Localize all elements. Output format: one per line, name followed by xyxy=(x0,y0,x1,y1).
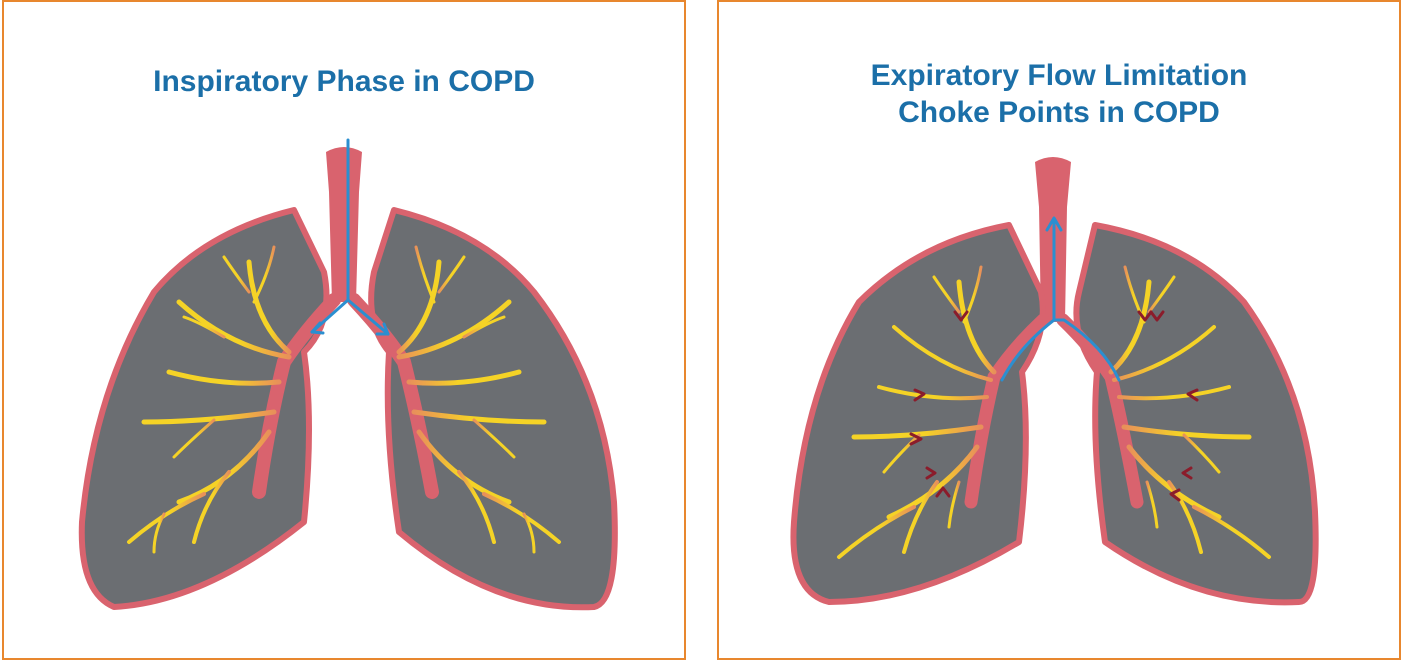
inspiratory-panel: Inspiratory Phase in COPD xyxy=(2,0,686,660)
trachea xyxy=(326,147,362,302)
expiratory-lung-diagram xyxy=(719,2,1403,662)
right-lung xyxy=(1076,225,1315,602)
right-lung xyxy=(371,210,615,607)
expiratory-panel: Expiratory Flow Limitation Choke Points … xyxy=(717,0,1401,660)
left-lung xyxy=(793,225,1042,602)
left-lung xyxy=(82,210,327,607)
inspiratory-lung-diagram xyxy=(4,2,688,662)
